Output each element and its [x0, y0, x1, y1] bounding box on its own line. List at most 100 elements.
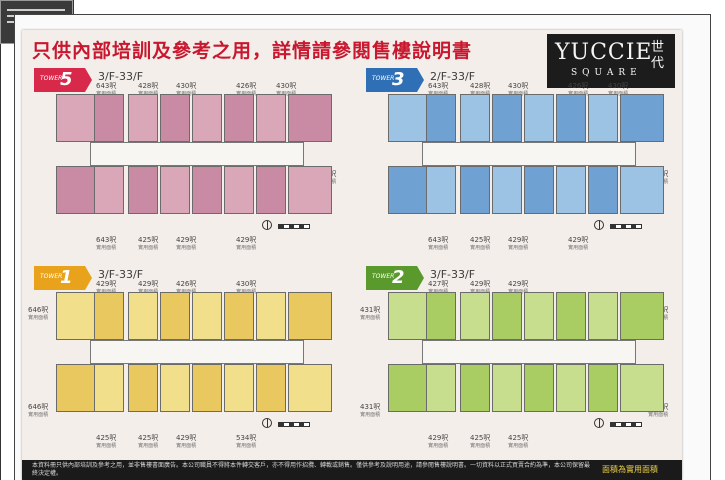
building-core-corridor	[90, 340, 304, 364]
unit-room	[620, 94, 664, 142]
unit-room	[94, 166, 124, 214]
disclaimer-text: 本資料冊只供內部培訓及參考之用，並非售樓書面廣告。本公司職員不得將本件轉交客戶，…	[32, 462, 591, 477]
unit-room	[160, 166, 190, 214]
unit-area-value: 426呎	[236, 82, 257, 90]
unit-area-value: 428呎	[138, 82, 159, 90]
building-core-corridor	[90, 142, 304, 166]
unit-area-sub: 實用面積	[138, 443, 159, 449]
page-header: 只供內部培訓及參考之用，詳情請參閱售樓說明書	[22, 30, 682, 70]
scale-bar	[278, 422, 310, 427]
unit-room	[192, 166, 222, 214]
unit-area-label: 643呎實用面積	[428, 236, 448, 252]
building-core-corridor	[422, 142, 636, 166]
unit-room	[620, 364, 664, 412]
unit-room	[256, 292, 286, 340]
unit-area-value: 430呎	[176, 82, 197, 90]
unit-area-value: 425呎	[508, 434, 529, 442]
unit-area-label: 429呎實用面積	[176, 434, 196, 450]
unit-area-sub: 實用面積	[608, 91, 629, 97]
unit-room	[56, 166, 100, 214]
unit-room	[128, 364, 158, 412]
unit-area-value: 646呎	[28, 306, 49, 314]
tower-label: TOWER	[40, 75, 63, 82]
unit-area-value: 643呎	[96, 236, 117, 244]
unit-room	[524, 94, 554, 142]
unit-room	[94, 94, 124, 142]
tower-panel-tower5: TOWER53/F-33/F643呎實用面積428呎實用面積430呎實用面積42…	[26, 60, 346, 252]
north-arrow-icon	[262, 220, 272, 230]
unit-area-sub: 實用面積	[568, 245, 589, 251]
unit-area-label: 425呎實用面積	[508, 434, 528, 450]
unit-area-value: 429呎	[470, 280, 491, 288]
unit-room	[460, 364, 490, 412]
unit-area-value: 431呎	[360, 306, 381, 314]
disclaimer-footer: 本資料冊只供內部培訓及參考之用，並非售樓書面廣告。本公司職員不得將本件轉交客戶，…	[22, 460, 682, 480]
unit-area-value: 428呎	[470, 82, 491, 90]
unit-area-label: 429呎實用面積	[568, 236, 588, 252]
unit-area-label: 425呎實用面積	[470, 434, 490, 450]
unit-room	[426, 364, 456, 412]
unit-area-value: 429呎	[96, 280, 117, 288]
tower-label: TOWER	[372, 75, 395, 82]
unit-room	[256, 94, 286, 142]
unit-room	[94, 364, 124, 412]
scale-bar	[610, 224, 642, 229]
unit-room	[388, 94, 432, 142]
unit-room	[56, 364, 100, 412]
unit-area-label: 643呎實用面積	[96, 236, 116, 252]
unit-area-value: 429呎	[508, 236, 529, 244]
yuccie-square-logo: YUCCIE SQUARE 世代	[547, 34, 675, 88]
unit-room	[288, 364, 332, 412]
floor-plan-brochure-page: 只供內部培訓及參考之用，詳情請參閱售樓說明書 YUCCIE SQUARE 世代 …	[22, 30, 682, 480]
unit-area-sub: 實用面積	[470, 443, 491, 449]
tower-panel-tower3: TOWER32/F-33/F643呎實用面積428呎實用面積430呎實用面積42…	[358, 60, 678, 252]
unit-room	[288, 166, 332, 214]
unit-area-sub: 實用面積	[28, 412, 49, 418]
logo-name: YUCCIE	[555, 40, 653, 65]
unit-room	[224, 364, 254, 412]
unit-area-label: 431呎實用面積	[360, 403, 380, 419]
unit-area-value: 643呎	[428, 236, 449, 244]
unit-area-value: 425呎	[470, 236, 491, 244]
unit-room	[224, 94, 254, 142]
logo-chinese: 世代	[651, 40, 665, 71]
unit-area-value: 426呎	[568, 82, 589, 90]
unit-room	[492, 166, 522, 214]
unit-area-value: 646呎	[28, 403, 49, 411]
unit-room	[94, 292, 124, 340]
unit-room	[588, 364, 618, 412]
unit-room	[492, 292, 522, 340]
north-arrow-icon	[594, 220, 604, 230]
page-title: 只供內部培訓及參考之用，詳情請參閱售樓說明書	[32, 40, 473, 62]
tower-panel-tower2: TOWER23/F-33/F427呎實用面積429呎實用面積429呎實用面積42…	[358, 258, 678, 450]
unit-area-sub: 實用面積	[236, 245, 257, 251]
unit-room	[620, 166, 664, 214]
unit-room	[492, 94, 522, 142]
unit-area-label: 429呎實用面積	[176, 236, 196, 252]
floor-range: 3/F-33/F	[98, 70, 144, 83]
unit-area-value: 429呎	[138, 280, 159, 288]
unit-area-sub: 實用面積	[648, 412, 669, 418]
unit-area-sub: 實用面積	[176, 443, 197, 449]
floor-range: 3/F-33/F	[98, 268, 144, 281]
building-core-corridor	[422, 340, 636, 364]
unit-area-sub: 實用面積	[176, 245, 197, 251]
unit-area-label: 646呎實用面積	[28, 306, 48, 322]
unit-room	[492, 364, 522, 412]
unit-area-value: 643呎	[96, 82, 117, 90]
unit-area-value: 425呎	[138, 236, 159, 244]
unit-area-sub: 實用面積	[96, 443, 117, 449]
logo-sub: SQUARE	[571, 68, 642, 78]
tower-flag	[34, 68, 92, 92]
floor-range: 2/F-33/F	[430, 70, 476, 83]
unit-room	[524, 364, 554, 412]
unit-area-value: 429呎	[568, 236, 589, 244]
unit-area-value: 427呎	[428, 280, 449, 288]
unit-area-value: 429呎	[508, 280, 529, 288]
floor-plan-drawing	[388, 94, 670, 214]
unit-area-sub: 實用面積	[360, 315, 381, 321]
unit-room	[556, 94, 586, 142]
unit-room	[288, 94, 332, 142]
top-divider-line	[73, 0, 74, 14]
unit-area-sub: 實用面積	[96, 245, 117, 251]
